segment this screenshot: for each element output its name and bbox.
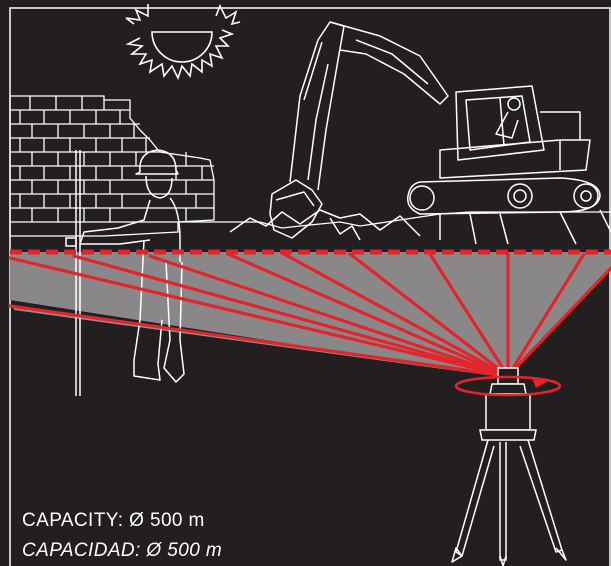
excavator [230, 22, 611, 244]
capacity-spanish-label: CAPACIDAD: Ø 500 m [22, 540, 222, 562]
sun-icon [126, 4, 240, 78]
brick-wall [10, 96, 214, 236]
capacity-english-label: CAPACITY: Ø 500 m [22, 510, 205, 532]
tripod [452, 440, 566, 566]
laser-plane [10, 252, 611, 378]
